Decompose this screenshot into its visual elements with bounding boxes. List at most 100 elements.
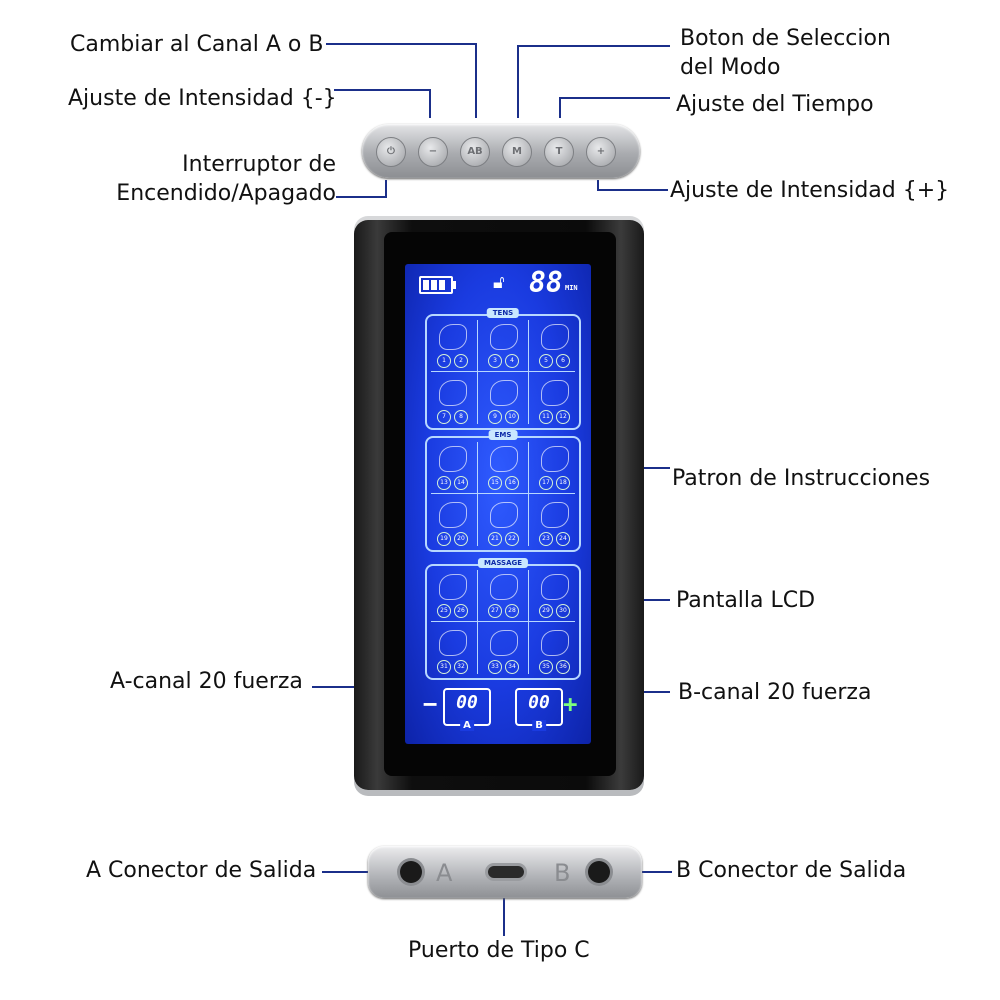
- label-power-line1: Interruptor de: [182, 152, 336, 177]
- channel-a-value: 00: [456, 692, 478, 713]
- timer-unit: MIN: [565, 284, 578, 292]
- channel-ab-button[interactable]: AB: [460, 137, 490, 167]
- body-figure-icon: [490, 380, 518, 406]
- body-figure-icon: [541, 502, 569, 528]
- program-number: 28: [505, 604, 519, 618]
- program-number: 26: [454, 604, 468, 618]
- port-b-letter: B: [554, 859, 571, 887]
- port-a-letter: A: [436, 859, 453, 887]
- program-number: 19: [437, 532, 451, 546]
- channel-b-display: 00 B: [515, 688, 563, 731]
- program-number: 2: [454, 354, 468, 368]
- label-usb-c: Puerto de Tipo C: [408, 938, 590, 963]
- body-figure-icon: [439, 574, 467, 600]
- intensity-plus-button[interactable]: +: [586, 137, 616, 167]
- program-group-title: EMS: [488, 430, 518, 440]
- body-figure-icon: [439, 324, 467, 350]
- body-figure-icon: [490, 630, 518, 656]
- body-figure-icon: [439, 446, 467, 472]
- leader-switch-channel: [326, 43, 477, 118]
- program-number: 5: [539, 354, 553, 368]
- body-figure-icon: [541, 574, 569, 600]
- program-number: 23: [539, 532, 553, 546]
- label-b-channel: B-canal 20 fuerza: [678, 680, 872, 705]
- label-b-output: B Conector de Salida: [676, 858, 907, 883]
- channel-b-letter: B: [532, 720, 546, 731]
- a-output-jack[interactable]: [400, 861, 422, 883]
- program-number: 8: [454, 410, 468, 424]
- unlock-icon: 🔓︎: [493, 272, 505, 293]
- program-number: 10: [505, 410, 519, 424]
- program-number: 16: [505, 476, 519, 490]
- program-number: 17: [539, 476, 553, 490]
- label-switch-channel: Cambiar al Canal A o B: [70, 32, 324, 57]
- program-number: 1: [437, 354, 451, 368]
- program-number: 13: [437, 476, 451, 490]
- time-button[interactable]: T: [544, 137, 574, 167]
- label-a-channel: A-canal 20 fuerza: [110, 669, 303, 694]
- body-figure-icon: [439, 380, 467, 406]
- label-power: Interruptor de Encendido/Apagado: [100, 150, 336, 208]
- label-intensity-plus: Ajuste de Intensidad {+}: [670, 178, 950, 203]
- b-output-jack[interactable]: [588, 861, 610, 883]
- program-number: 11: [539, 410, 553, 424]
- leader-intensity-plus: [597, 180, 668, 191]
- program-number: 7: [437, 410, 451, 424]
- intensity-minus-button[interactable]: −: [418, 137, 448, 167]
- leader-intensity-minus: [334, 89, 431, 118]
- program-number: 3: [488, 354, 502, 368]
- program-number: 6: [556, 354, 570, 368]
- program-number: 34: [505, 660, 519, 674]
- channel-a-display: 00 A: [443, 688, 491, 731]
- program-number: 31: [437, 660, 451, 674]
- label-mode-line1: Boton de Seleccion: [680, 26, 891, 51]
- label-power-line2: Encendido/Apagado: [116, 181, 336, 206]
- label-mode: Boton de Seleccion del Modo: [680, 24, 891, 82]
- program-number: 15: [488, 476, 502, 490]
- label-lcd: Pantalla LCD: [676, 588, 816, 613]
- program-number: 4: [505, 354, 519, 368]
- leader-time: [559, 97, 670, 118]
- body-figure-icon: [541, 630, 569, 656]
- program-number: 18: [556, 476, 570, 490]
- body-figure-icon: [490, 446, 518, 472]
- program-number: 35: [539, 660, 553, 674]
- leader-power: [336, 180, 387, 198]
- program-number: 27: [488, 604, 502, 618]
- mode-button[interactable]: M: [502, 137, 532, 167]
- top-button-bar: ⏻ − AB M T +: [362, 124, 640, 178]
- usb-c-port[interactable]: [488, 866, 524, 878]
- label-pattern: Patron de Instrucciones: [672, 466, 931, 491]
- body-figure-icon: [490, 324, 518, 350]
- channel-a-letter: A: [460, 720, 474, 731]
- program-number: 32: [454, 660, 468, 674]
- power-button[interactable]: ⏻: [376, 137, 406, 167]
- timer-display: 88: [529, 266, 563, 299]
- minus-sign: −: [423, 690, 438, 718]
- body-figure-icon: [541, 324, 569, 350]
- body-figure-icon: [541, 446, 569, 472]
- program-number: 14: [454, 476, 468, 490]
- label-intensity-minus: Ajuste de Intensidad {-}: [68, 86, 337, 111]
- channel-b-value: 00: [528, 692, 550, 713]
- body-figure-icon: [439, 630, 467, 656]
- program-number: 12: [556, 410, 570, 424]
- program-number: 20: [454, 532, 468, 546]
- program-number: 29: [539, 604, 553, 618]
